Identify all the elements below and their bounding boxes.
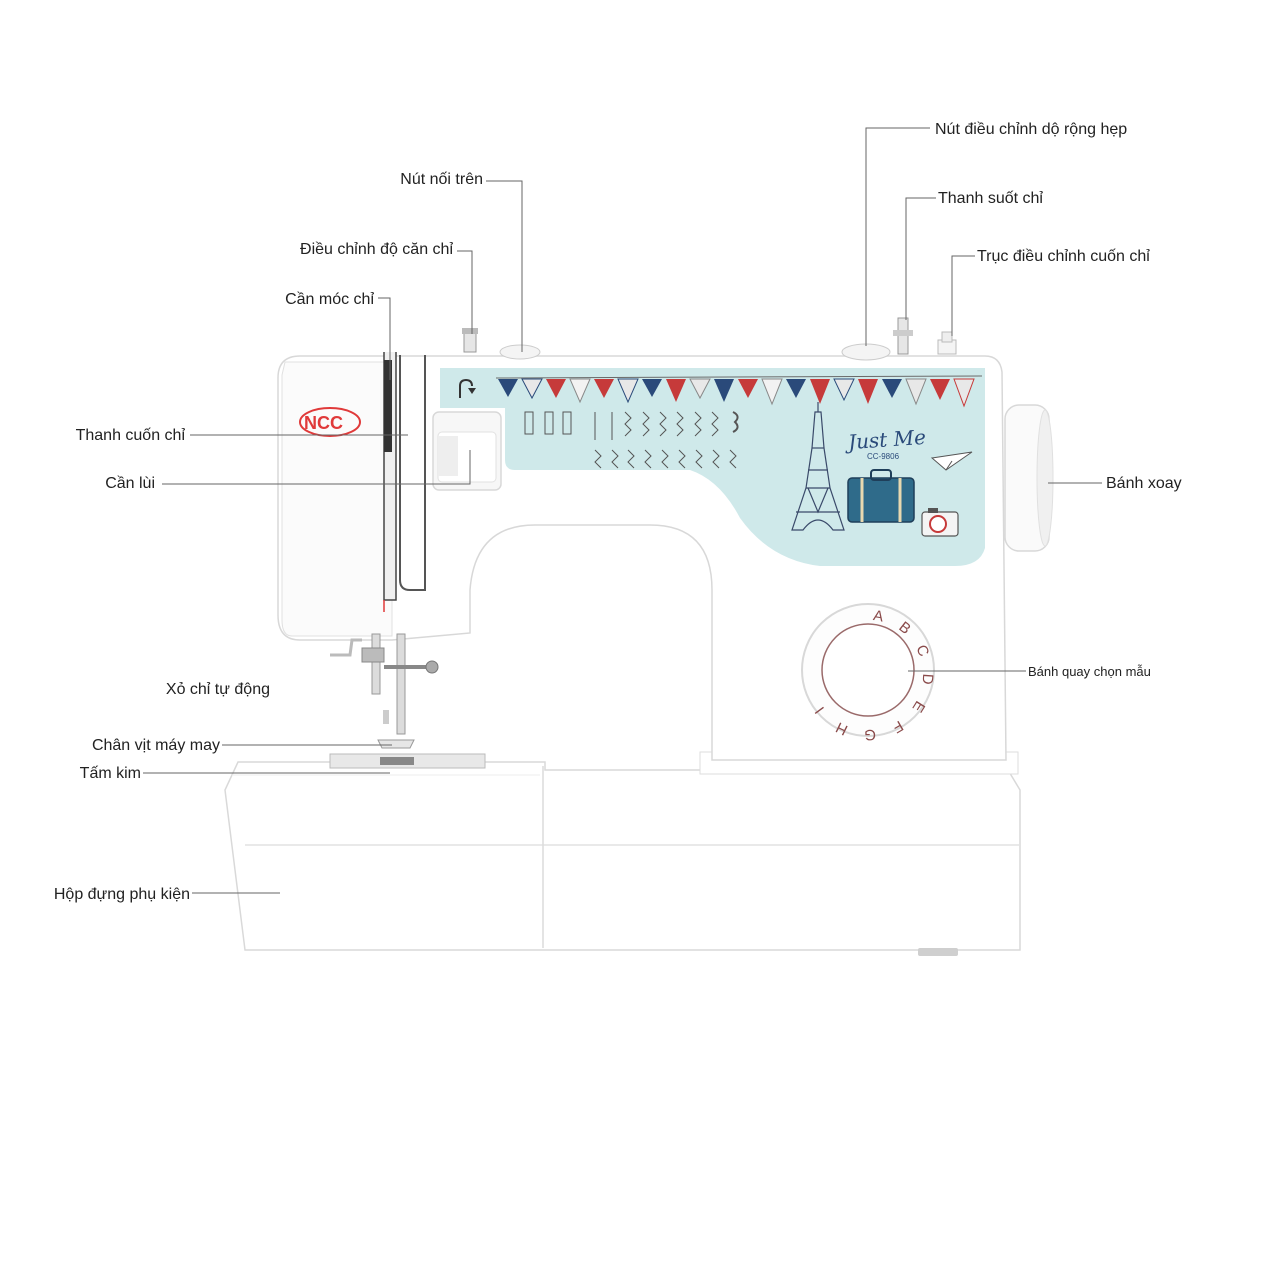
bunting-decoration bbox=[495, 375, 983, 408]
dial-letter: A bbox=[872, 607, 885, 625]
paper-plane-illustration bbox=[930, 451, 973, 471]
label-take-up-lever: Cần móc chỉ bbox=[285, 291, 374, 308]
dial-letter: D bbox=[919, 673, 937, 685]
thread-path bbox=[383, 352, 426, 612]
leader-lines bbox=[143, 127, 1102, 894]
machine-base bbox=[224, 751, 1021, 956]
label-handwheel: Bánh xoay bbox=[1106, 475, 1182, 492]
model-branding: Just Me CC-9806 bbox=[843, 425, 926, 461]
label-presser-foot: Chân vịt máy may bbox=[92, 737, 220, 754]
labels: Nút nối trên Điều chỉnh độ căn chỉ Cần m… bbox=[54, 121, 1182, 903]
stitch-pattern-chart bbox=[524, 411, 739, 469]
label-pattern-dial: Bánh quay chọn mẫu bbox=[1028, 664, 1151, 679]
reverse-symbol-icon bbox=[459, 378, 476, 398]
label-accessory-box: Hộp đựng phụ kiện bbox=[54, 886, 190, 903]
ncc-logo: NCC bbox=[299, 407, 361, 437]
handwheel[interactable] bbox=[1004, 404, 1054, 552]
dial-letter: G bbox=[864, 726, 876, 743]
top-controls bbox=[462, 317, 957, 361]
label-thread-tension: Điều chỉnh độ căn chỉ bbox=[300, 241, 453, 258]
model-code: CC-9806 bbox=[867, 452, 900, 461]
label-bobbin-winder: Trục điều chỉnh cuốn chỉ bbox=[977, 248, 1150, 265]
needle-assembly bbox=[330, 633, 439, 749]
suitcase-illustration bbox=[847, 469, 915, 523]
label-width-knob: Nút điều chỉnh dộ rộng hẹp bbox=[935, 121, 1127, 138]
brand-logo-text: NCC bbox=[304, 413, 343, 433]
model-name: Just Me bbox=[843, 425, 926, 455]
camera-illustration bbox=[921, 508, 959, 537]
label-upper-thread-guide: Nút nối trên bbox=[400, 171, 483, 188]
eiffel-tower-illustration bbox=[791, 402, 845, 531]
label-needle-plate: Tấm kim bbox=[80, 765, 141, 782]
label-auto-threader: Xỏ chỉ tự động bbox=[166, 681, 270, 698]
label-thread-winder-bar: Thanh cuốn chỉ bbox=[76, 427, 186, 444]
label-spool-pin: Thanh suốt chỉ bbox=[938, 190, 1043, 207]
reverse-lever[interactable] bbox=[432, 411, 502, 491]
label-reverse-lever: Cần lùi bbox=[105, 475, 155, 492]
